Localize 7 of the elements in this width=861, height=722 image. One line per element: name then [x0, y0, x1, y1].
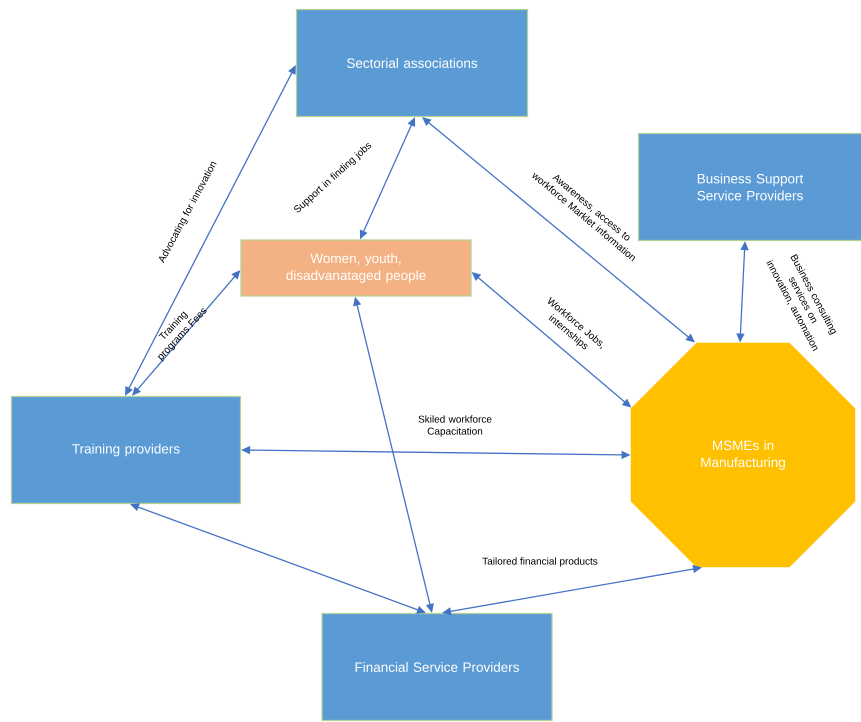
group-box: Women, youth, disadvanataged people	[240, 239, 472, 297]
process-box: Business Support Service Providers	[638, 132, 861, 242]
edge-label: Skiled workforce Capacitation	[418, 415, 492, 437]
process-box: Training providers	[10, 396, 242, 504]
process-box: Sectorial associations	[296, 8, 528, 118]
process-box: Financial Service Providers	[321, 612, 553, 722]
note-label: Tailored financial products	[482, 557, 598, 567]
